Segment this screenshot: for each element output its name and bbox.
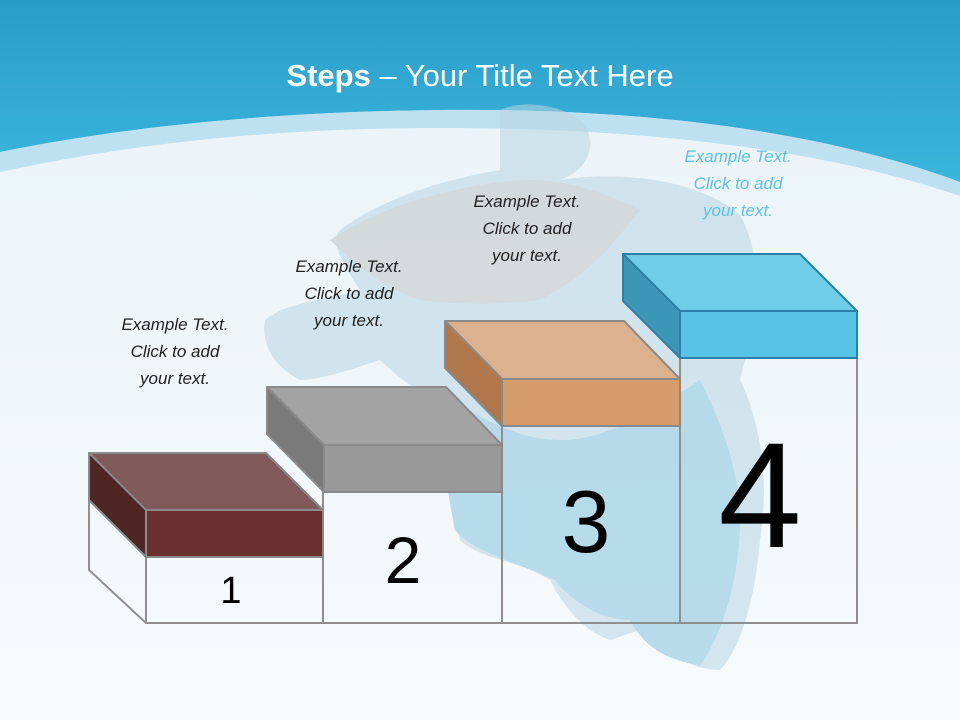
step-text-2-line-2: Click to add: [304, 284, 394, 303]
step-block-3: [444, 320, 681, 427]
step-text-3[interactable]: Example Text. Click to add your text.: [437, 188, 617, 269]
step-text-1-line-1: Example Text.: [121, 315, 229, 334]
step-text-4-line-2: Click to add: [693, 174, 783, 193]
step-text-4[interactable]: Example Text. Click to add your text.: [648, 143, 828, 224]
step-block-4: [622, 253, 858, 359]
step-text-1-line-3: your text.: [140, 369, 210, 388]
header-swoosh: [0, 109, 960, 196]
step-number-4: 4: [718, 411, 802, 579]
step-text-1[interactable]: Example Text. Click to add your text.: [85, 311, 265, 392]
step-text-3-line-2: Click to add: [482, 219, 572, 238]
step-number-2: 2: [384, 523, 422, 597]
step-block-2: [266, 386, 503, 493]
step-text-1-line-2: Click to add: [130, 342, 220, 361]
step-text-4-line-1: Example Text.: [684, 147, 792, 166]
title-rest: – Your Title Text Here: [370, 58, 674, 93]
step-text-2-line-3: your text.: [314, 311, 384, 330]
step-text-4-line-3: your text.: [703, 201, 773, 220]
step-text-2-line-1: Example Text.: [295, 257, 403, 276]
step-number-1: 1: [220, 570, 242, 612]
step-text-2[interactable]: Example Text. Click to add your text.: [259, 253, 439, 334]
step-text-3-line-1: Example Text.: [473, 192, 581, 211]
slide-title[interactable]: Steps – Your Title Text Here: [0, 56, 960, 96]
step-text-3-line-3: your text.: [492, 246, 562, 265]
step-block-1: [88, 452, 324, 558]
title-bold: Steps: [286, 58, 371, 93]
header-band: [0, 0, 960, 182]
step-number-3: 3: [561, 472, 611, 571]
